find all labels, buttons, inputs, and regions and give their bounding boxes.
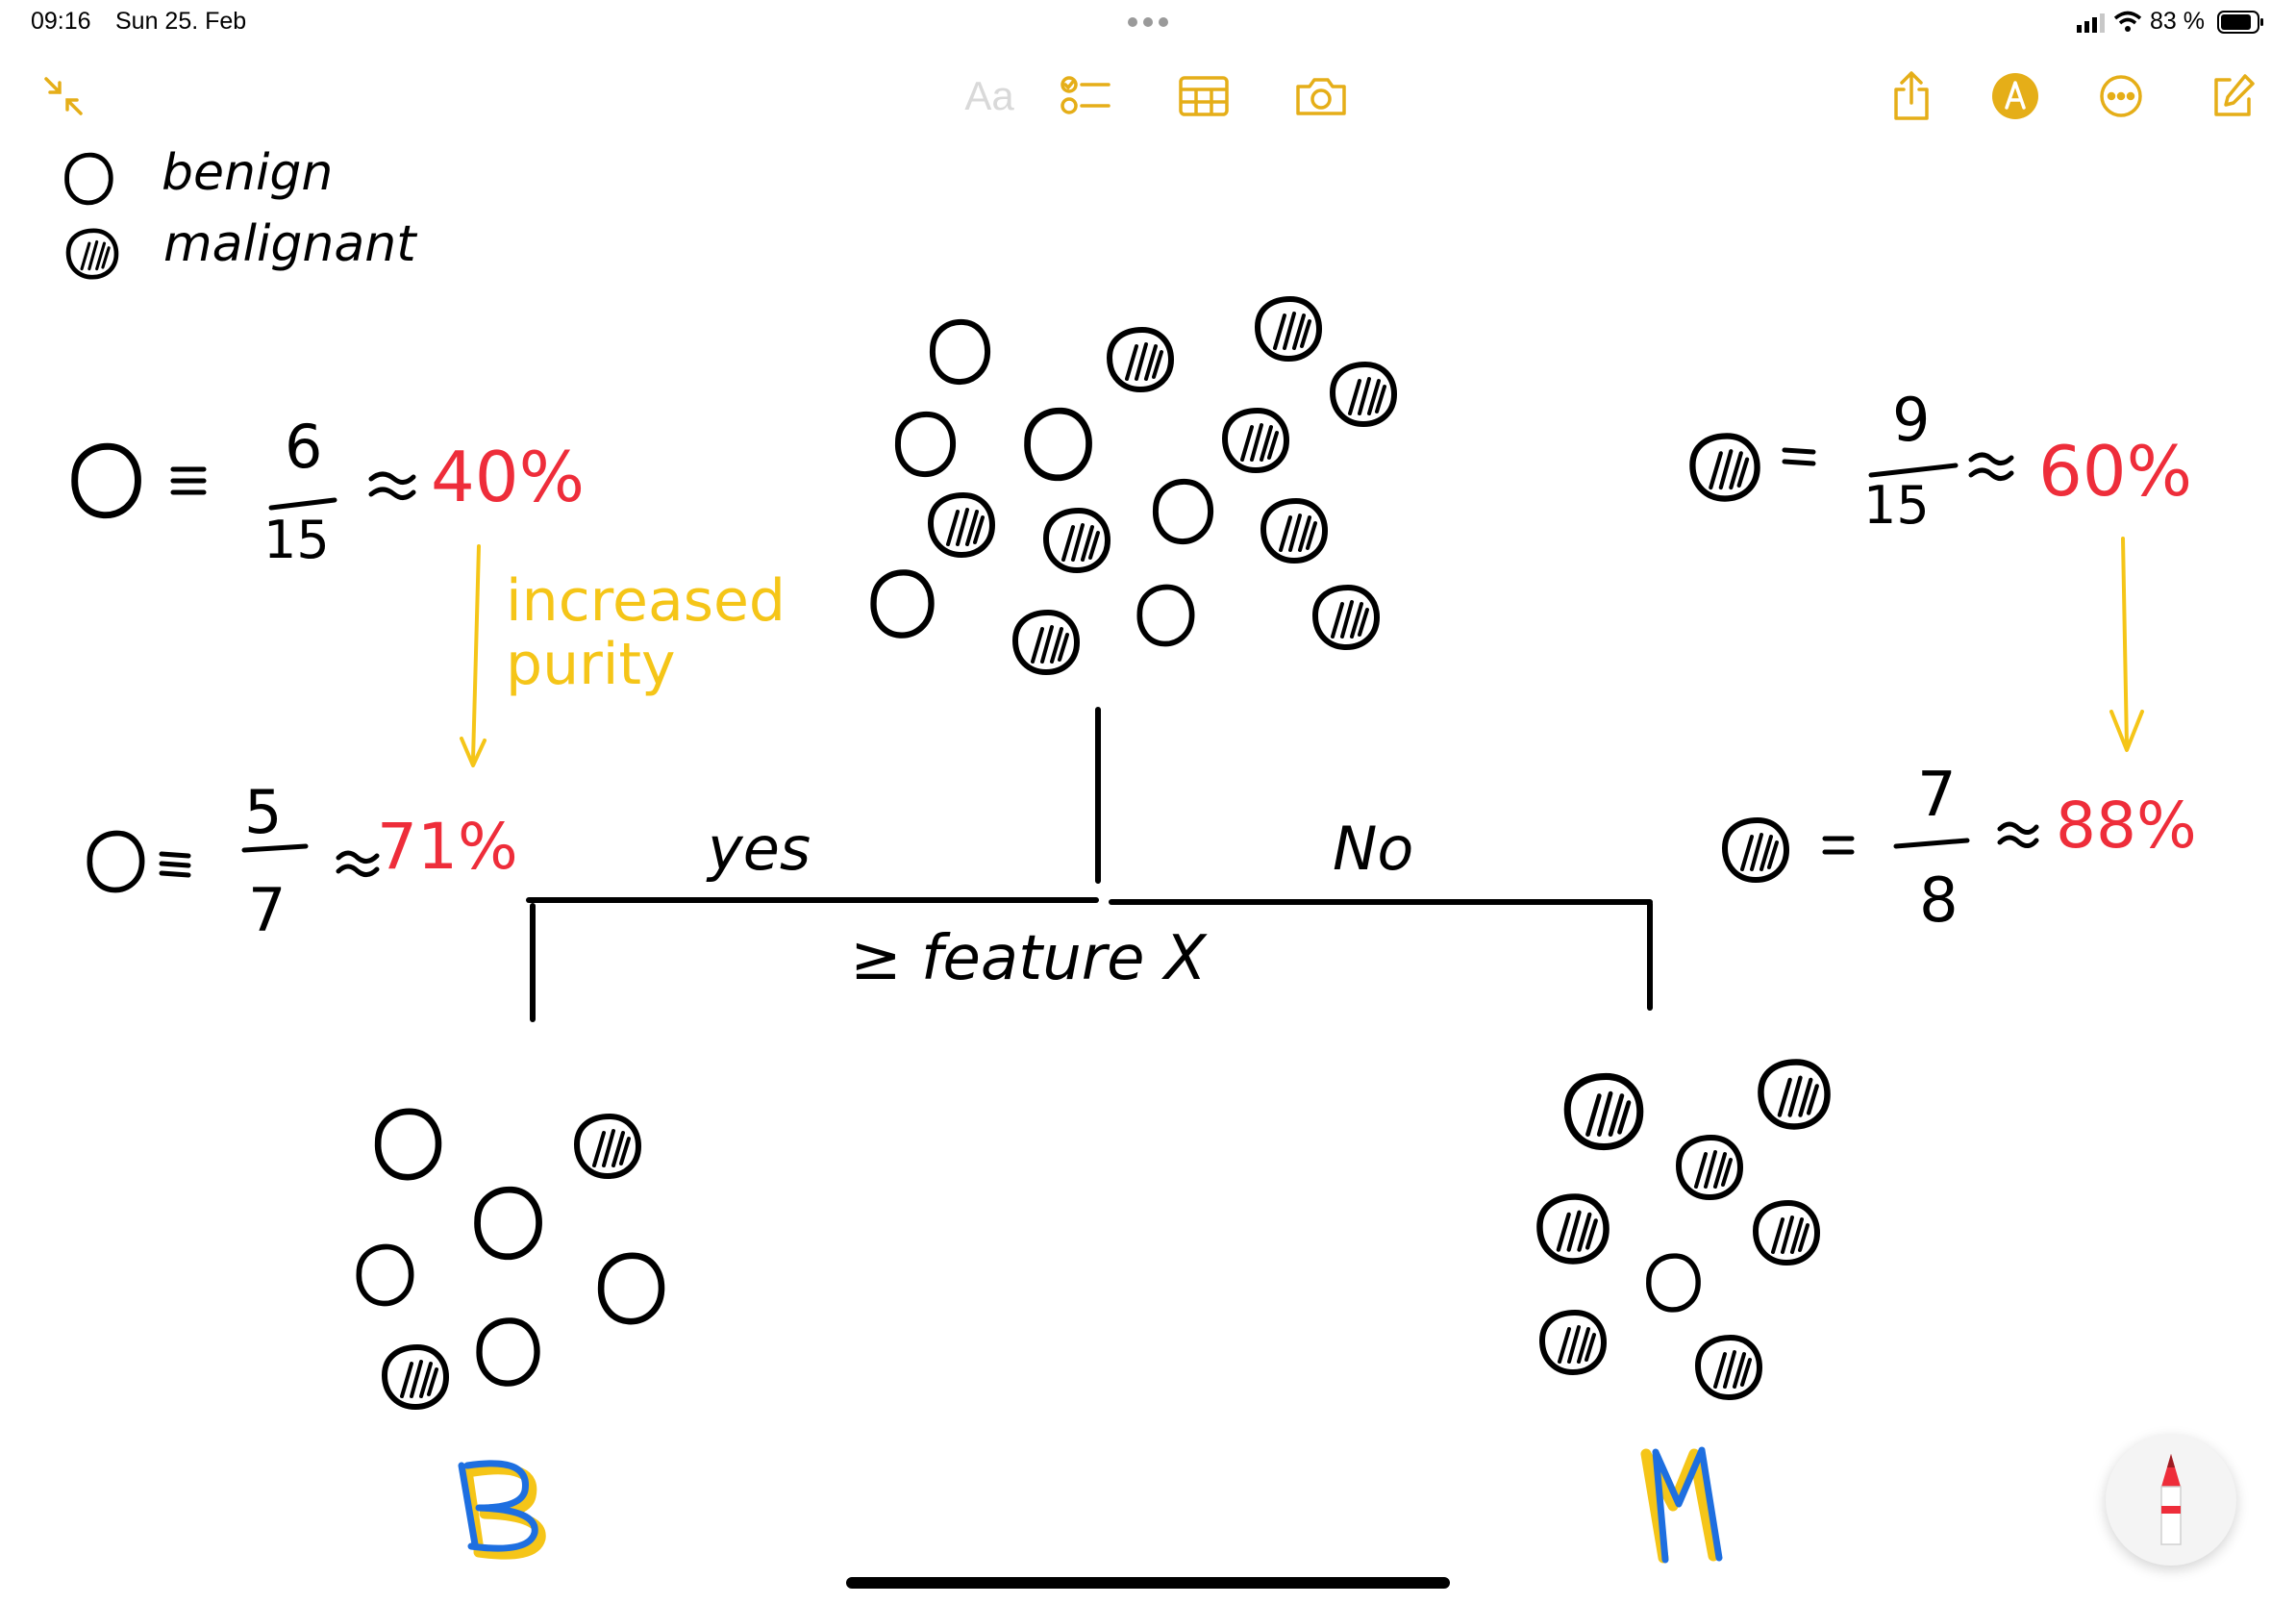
- home-indicator[interactable]: [846, 1577, 1450, 1589]
- left-malignant-2: [385, 1347, 446, 1407]
- root-malignant-percent: 60%: [2038, 431, 2193, 512]
- root-malignant-3: [1333, 364, 1394, 424]
- root-malignant-2: [1258, 299, 1319, 359]
- root-benign-3: [1028, 411, 1089, 478]
- right-malignant-6: [1542, 1313, 1604, 1372]
- left-leaf-ratio: [89, 833, 380, 890]
- right-malignant-3: [1679, 1138, 1740, 1197]
- root-benign-4: [1156, 482, 1210, 541]
- legend-benign-icon: [67, 155, 112, 203]
- class-label-m-strokes: [1640, 1446, 1723, 1564]
- markup-icon[interactable]: [1986, 67, 2044, 125]
- wifi-icon: [2113, 10, 2142, 38]
- right-malignant-7: [1698, 1338, 1759, 1397]
- format-label: Aa: [964, 73, 1014, 118]
- tree-split-lines: [526, 707, 1653, 1022]
- right-malignant-2: [1760, 1063, 1827, 1127]
- split-feature-label: ≥ feature X: [850, 923, 1207, 994]
- left-leaf-cluster: [359, 1112, 661, 1407]
- more-icon[interactable]: [2092, 67, 2150, 125]
- class-label-b: B: [462, 1442, 477, 1469]
- right-leaf-numerator: 7: [1917, 760, 1957, 831]
- branch-no-label: No: [1333, 814, 1414, 884]
- root-benign-5: [874, 572, 932, 635]
- right-leaf-denominator: 8: [1919, 865, 1959, 937]
- root-malignant-ratio: [1692, 436, 2014, 498]
- left-leaf-numerator: 5: [244, 777, 283, 847]
- share-icon[interactable]: [1883, 67, 1940, 125]
- root-benign-percent: 40%: [431, 437, 586, 517]
- right-malignant-1: [1567, 1076, 1640, 1146]
- increased-purity-arrow: [460, 544, 487, 767]
- left-malignant-1: [577, 1116, 638, 1176]
- right-benign-1: [1649, 1256, 1698, 1310]
- root-malignant-8: [1015, 613, 1077, 672]
- root-malignant-1: [1110, 330, 1171, 389]
- checklist-icon[interactable]: [1058, 67, 1115, 125]
- right-malignant-5: [1756, 1203, 1817, 1263]
- legend-malignant-label: malignant: [163, 215, 416, 273]
- camera-icon[interactable]: [1292, 67, 1350, 125]
- right-leaf-ratio: [1725, 820, 2039, 880]
- status-bar: 09:16 Sun 25. Feb 83 %: [0, 0, 2296, 44]
- left-leaf-percent: 71%: [377, 810, 518, 884]
- pencil-tool-button[interactable]: [2106, 1435, 2236, 1566]
- class-label-b-strokes: [458, 1460, 546, 1560]
- root-malignant-numerator: 9: [1892, 385, 1931, 455]
- root-malignant-4: [1225, 411, 1286, 470]
- status-date: Sun 25. Feb: [115, 8, 247, 35]
- battery-percent: 83 %: [2150, 8, 2205, 35]
- legend-benign-label: benign: [162, 144, 334, 202]
- left-benign-1: [378, 1112, 438, 1177]
- left-benign-3: [359, 1246, 411, 1303]
- root-benign-ratio: [75, 446, 416, 514]
- root-benign-1: [933, 322, 987, 382]
- battery-icon: [2217, 10, 2265, 39]
- collapse-arrows-icon[interactable]: [35, 67, 92, 125]
- right-leaf-cluster: [1539, 1063, 1827, 1397]
- branch-yes-label: yes: [708, 814, 811, 884]
- right-malignant-4: [1539, 1197, 1606, 1262]
- multitasking-dots-icon[interactable]: [1127, 15, 1169, 27]
- increased-purity-label: increased purity: [506, 567, 786, 698]
- root-malignant-denominator: 15: [1863, 475, 1930, 536]
- table-icon[interactable]: [1175, 67, 1233, 125]
- signal-icon: [2077, 12, 2108, 38]
- root-benign-2: [898, 414, 953, 474]
- root-malignant-6: [1046, 511, 1108, 570]
- class-label-m: M: [1644, 1442, 1664, 1469]
- legend: [67, 155, 116, 277]
- status-time: 09:16: [31, 8, 91, 35]
- root-cluster: [874, 299, 1394, 672]
- left-benign-2: [478, 1190, 539, 1257]
- left-benign-5: [480, 1320, 537, 1383]
- root-malignant-9: [1315, 588, 1377, 647]
- root-benign-denominator: 15: [263, 510, 330, 570]
- root-benign-6: [1139, 587, 1191, 643]
- root-malignant-5: [931, 495, 992, 555]
- legend-malignant-icon: [68, 231, 116, 277]
- right-leaf-percent: 88%: [2056, 789, 2197, 863]
- left-benign-4: [601, 1256, 661, 1321]
- left-leaf-denominator: 7: [248, 875, 287, 945]
- root-benign-numerator: 6: [285, 412, 323, 482]
- format-button[interactable]: Aa: [946, 67, 1033, 125]
- compose-icon[interactable]: [2204, 67, 2261, 125]
- pencil-icon: [2160, 1454, 2182, 1545]
- root-malignant-7: [1263, 501, 1325, 561]
- right-purity-arrow: [2109, 537, 2144, 752]
